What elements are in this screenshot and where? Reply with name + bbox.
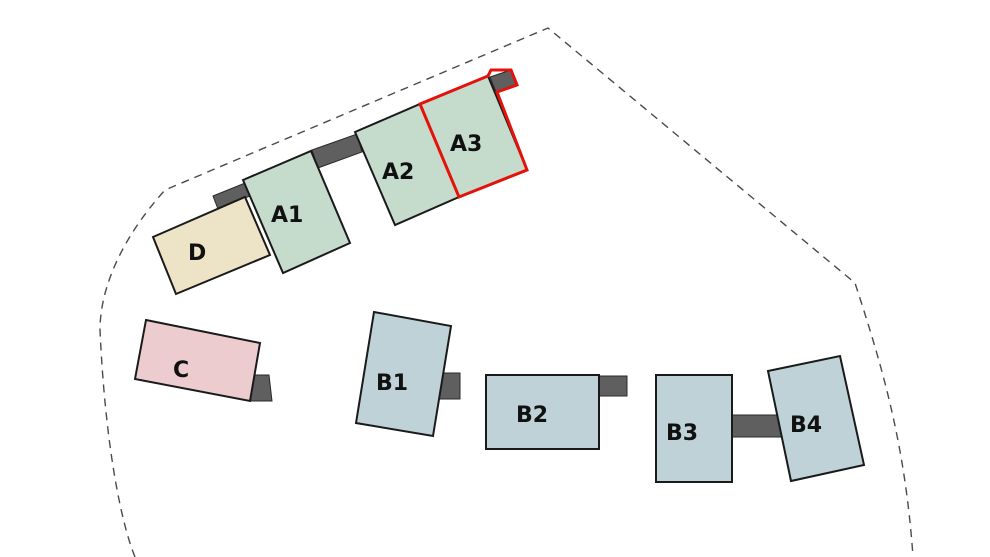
building-c[interactable]: C xyxy=(133,318,262,403)
building-a3-label: A3 xyxy=(450,132,482,157)
building-a2-label: A2 xyxy=(382,160,414,185)
connector-b3-b4 xyxy=(730,414,782,438)
building-b3-shape xyxy=(655,374,733,483)
selection-outline xyxy=(418,68,529,199)
connector-b2 xyxy=(598,375,628,397)
building-a1[interactable]: A1 xyxy=(241,149,352,275)
building-b1-shape xyxy=(354,310,453,438)
building-b4-label: B4 xyxy=(790,413,822,438)
building-c-label: C xyxy=(173,358,189,383)
building-b1[interactable]: B1 xyxy=(354,310,453,438)
building-c-shape xyxy=(133,318,262,403)
building-b4-shape xyxy=(766,354,866,483)
building-b2-shape xyxy=(485,374,600,450)
building-b4[interactable]: B4 xyxy=(766,354,866,483)
building-b3[interactable]: B3 xyxy=(655,374,733,483)
building-b1-label: B1 xyxy=(376,371,408,396)
building-a3[interactable]: A3 xyxy=(418,68,529,199)
building-b2[interactable]: B2 xyxy=(485,374,600,450)
building-b3-label: B3 xyxy=(666,421,698,446)
building-d-label: D xyxy=(188,241,206,266)
building-d-shape xyxy=(151,195,272,296)
connector-a1-a2 xyxy=(311,133,363,169)
building-a1-shape xyxy=(241,149,352,275)
site-boundary xyxy=(99,27,914,557)
building-b2-label: B2 xyxy=(516,403,548,428)
building-d[interactable]: D xyxy=(151,195,272,296)
building-a1-label: A1 xyxy=(271,203,303,228)
